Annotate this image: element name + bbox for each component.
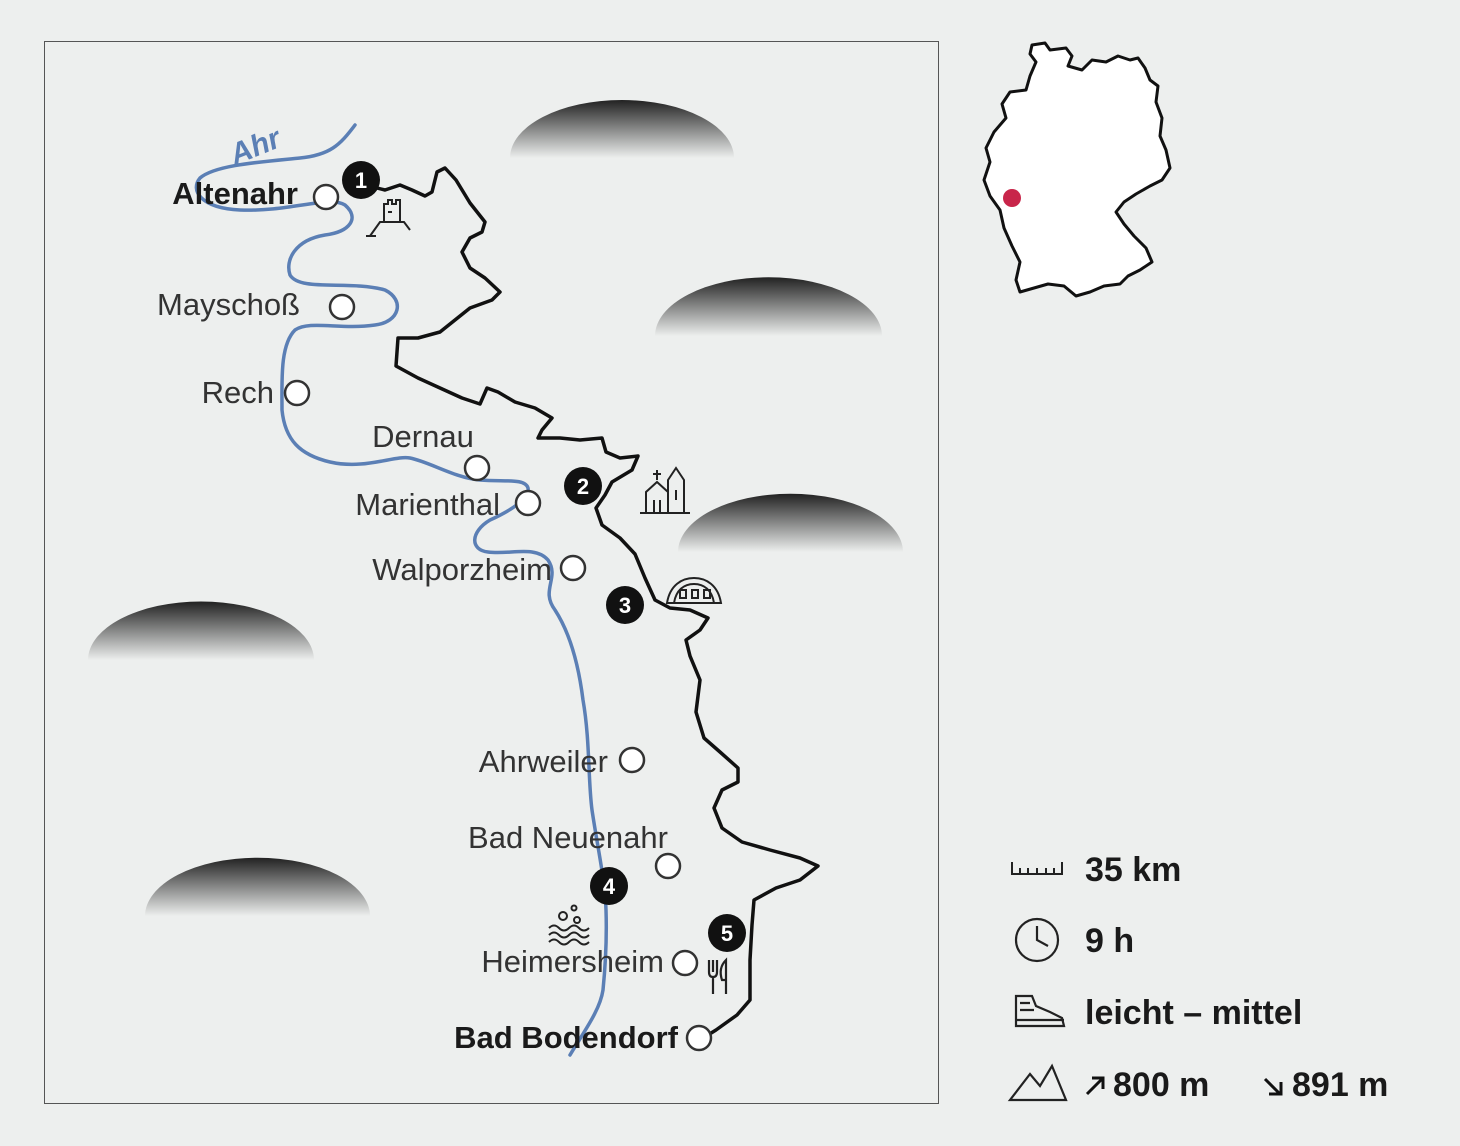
town-marker-bad-neuenahr xyxy=(654,852,682,880)
town-label: Bad Neuenahr xyxy=(468,820,668,855)
ascent-arrow-icon xyxy=(1085,1076,1105,1096)
town-label: Mayschoß xyxy=(157,287,300,322)
town-label: Dernau xyxy=(372,419,474,454)
hill xyxy=(655,277,882,336)
river-label: Ahr xyxy=(224,121,287,172)
town-labels: Altenahr Mayschoß Rech Dernau Marienthal… xyxy=(157,176,679,1055)
restaurant-icon xyxy=(707,957,728,994)
legend-distance: 35 km xyxy=(1085,851,1181,889)
stop-marker-1: 1 xyxy=(342,161,380,199)
stop-markers: 1 2 3 4 5 xyxy=(342,161,746,952)
hiking-route xyxy=(363,166,820,1042)
stop-marker-5: 5 xyxy=(708,914,746,952)
legend-difficulty: leicht – mittel xyxy=(1085,994,1302,1032)
hill xyxy=(145,857,370,916)
hiking-boot-icon xyxy=(1014,994,1066,1028)
town-label: Bad Bodendorf xyxy=(454,1020,679,1055)
town-label: Heimersheim xyxy=(481,944,664,979)
stop-marker-3: 3 xyxy=(606,586,644,624)
church-icon xyxy=(640,466,690,514)
svg-text:5: 5 xyxy=(721,921,733,946)
town-marker-ahrweiler xyxy=(618,746,646,774)
town-marker-dernau xyxy=(463,454,491,482)
svg-text:4: 4 xyxy=(603,874,616,899)
town-marker-mayschoss xyxy=(328,293,356,321)
town-label: Ahrweiler xyxy=(479,744,608,779)
town-marker-walporzheim xyxy=(559,554,587,582)
stop-marker-4: 4 xyxy=(590,867,628,905)
mountain-icon xyxy=(1007,1063,1068,1102)
svg-text:1: 1 xyxy=(355,168,367,193)
descent-arrow-icon xyxy=(1263,1077,1283,1096)
town-marker-bad-bodendorf xyxy=(685,1024,713,1052)
svg-text:3: 3 xyxy=(619,593,631,618)
legend-duration: 9 h xyxy=(1085,922,1134,960)
town-marker-rech xyxy=(283,379,311,407)
town-marker-heimersheim xyxy=(671,949,699,977)
clock-icon xyxy=(1014,917,1060,963)
castle-icon xyxy=(366,199,411,237)
legend: 35 km 9 h leicht – mittel 800 m 891 m xyxy=(1007,851,1388,1104)
town-marker-altenahr xyxy=(312,183,340,211)
town-label: Walporzheim xyxy=(372,552,552,587)
ruler-icon xyxy=(1011,862,1063,875)
germany-outline xyxy=(982,41,1172,298)
hills xyxy=(88,100,903,916)
town-label: Marienthal xyxy=(355,487,500,522)
hill xyxy=(510,100,734,158)
legend-descent: 891 m xyxy=(1292,1066,1388,1104)
germany-locator-map xyxy=(982,41,1172,298)
stop-marker-2: 2 xyxy=(564,467,602,505)
legend-ascent: 800 m xyxy=(1113,1066,1209,1104)
svg-text:2: 2 xyxy=(577,474,589,499)
map-frame xyxy=(44,41,939,1104)
bunker-icon xyxy=(665,576,723,604)
town-marker-marienthal xyxy=(514,489,542,517)
hill xyxy=(678,493,903,552)
location-marker xyxy=(1003,189,1021,207)
thermal-bath-icon xyxy=(548,904,590,946)
hill xyxy=(88,601,314,660)
town-label: Altenahr xyxy=(172,176,298,211)
town-label: Rech xyxy=(202,375,274,410)
town-markers xyxy=(283,183,713,1052)
